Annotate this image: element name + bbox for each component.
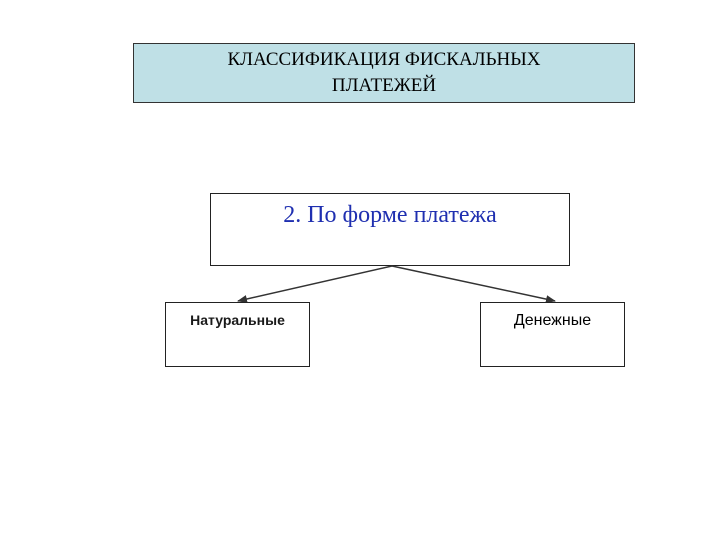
title-box: КЛАССИФИКАЦИЯ ФИСКАЛЬНЫХ ПЛАТЕЖЕЙ: [133, 43, 635, 103]
title-text: КЛАССИФИКАЦИЯ ФИСКАЛЬНЫХ ПЛАТЕЖЕЙ: [227, 49, 541, 96]
natural-node-box: Натуральные: [165, 302, 310, 367]
monetary-node-box: Денежные: [480, 302, 625, 367]
main-node-box: 2. По форме платежа: [210, 193, 570, 266]
arrow-to-monetary: [391, 265, 556, 304]
monetary-node-label: Денежные: [513, 312, 592, 329]
natural-node-label: Натуральные: [190, 312, 285, 328]
main-node-label: 2. По форме платежа: [283, 202, 497, 228]
arrow-to-natural: [237, 265, 393, 303]
